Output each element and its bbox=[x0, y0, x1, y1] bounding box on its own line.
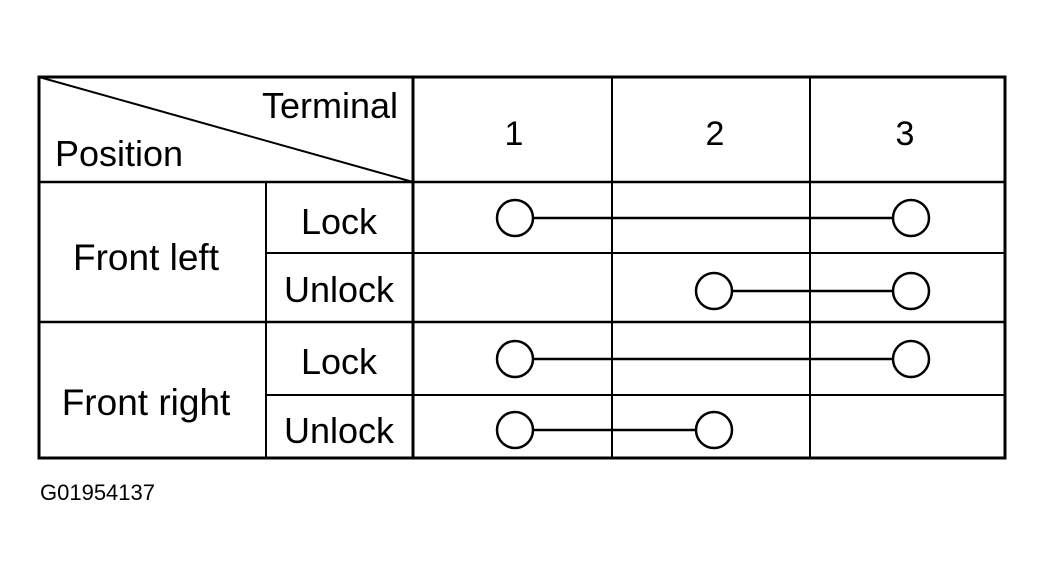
terminal-node-front-left-lock-t1 bbox=[495, 198, 535, 238]
group-label-front-left: Front left bbox=[73, 237, 220, 278]
terminal-node-front-left-unlock-t3 bbox=[891, 271, 931, 311]
terminal-2-label: 2 bbox=[706, 115, 725, 153]
terminal-node-front-left-unlock-t2 bbox=[694, 271, 734, 311]
terminal-node-front-right-unlock-t1 bbox=[495, 410, 535, 450]
terminal-3-label: 3 bbox=[896, 115, 915, 153]
row-label-front-right-lock: Lock bbox=[301, 341, 378, 382]
table-grid bbox=[37, 75, 1007, 460]
row-label-front-left-unlock: Unlock bbox=[284, 269, 395, 310]
terminal-1-label: 1 bbox=[505, 115, 524, 153]
terminal-node-front-right-unlock-t2 bbox=[694, 410, 734, 450]
header-diagonal-line bbox=[38, 76, 414, 183]
terminal-header-label: Terminal bbox=[262, 85, 398, 126]
row-label-front-left-lock: Lock bbox=[301, 201, 378, 242]
continuity-markers bbox=[495, 198, 931, 450]
position-header-label: Position bbox=[55, 133, 183, 174]
group-label-front-right: Front right bbox=[62, 382, 231, 423]
figure-id-label: G01954137 bbox=[40, 480, 155, 505]
terminal-node-front-right-lock-t3 bbox=[891, 339, 931, 379]
row-label-front-right-unlock: Unlock bbox=[284, 410, 395, 451]
table-outer-border bbox=[37, 75, 1007, 460]
terminal-node-front-left-lock-t3 bbox=[891, 198, 931, 238]
terminal-node-front-right-lock-t1 bbox=[495, 339, 535, 379]
